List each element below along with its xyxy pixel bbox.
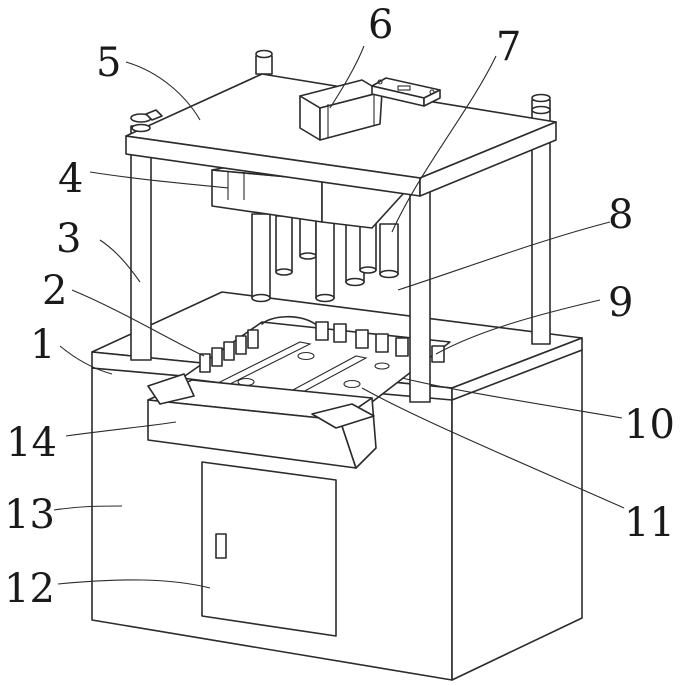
callout-8: 8 xyxy=(608,192,633,238)
callout-5: 5 xyxy=(96,40,121,86)
callout-14: 14 xyxy=(6,420,57,466)
callout-2: 2 xyxy=(42,268,67,314)
callout-11: 11 xyxy=(624,500,675,546)
callout-3: 3 xyxy=(56,216,81,262)
callout-1: 1 xyxy=(30,322,55,368)
punch-pins xyxy=(252,214,398,302)
cabinet-door xyxy=(202,462,336,636)
callout-7: 7 xyxy=(496,24,521,70)
callout-4: 4 xyxy=(58,156,83,202)
callout-10: 10 xyxy=(624,402,675,448)
callout-12: 12 xyxy=(4,566,55,612)
callout-6: 6 xyxy=(368,2,393,48)
callout-13: 13 xyxy=(4,492,55,538)
callout-9: 9 xyxy=(608,280,633,326)
